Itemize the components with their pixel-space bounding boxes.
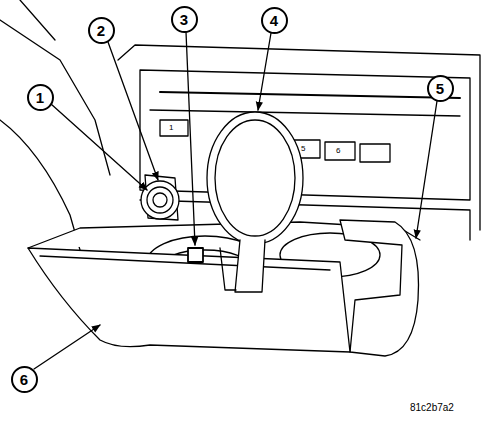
lid-hinge (235, 240, 265, 292)
ashtray-lid-rim (215, 120, 295, 236)
callout-circle: 3 (171, 6, 198, 33)
leader-line (51, 104, 147, 190)
callout-circle: 4 (261, 7, 288, 34)
callout-circle: 5 (427, 75, 454, 102)
leader-line (416, 101, 437, 238)
dash-edge (0, 120, 80, 250)
dash-edge (20, 0, 55, 40)
lighter-knob (153, 193, 167, 207)
callout-circle: 2 (88, 17, 115, 44)
ashtray-lid (207, 112, 303, 244)
button-label: 1 (169, 124, 173, 132)
leader-line (108, 42, 158, 180)
lid-hinge (220, 248, 236, 290)
callout-circle: 6 (11, 366, 38, 393)
leader-line (258, 33, 271, 110)
button-label: 6 (336, 147, 340, 155)
cigar-lighter (147, 187, 173, 213)
drawer-edge (40, 256, 330, 270)
callout-number: 6 (20, 372, 28, 387)
lighter-bezel (141, 181, 179, 219)
callout-number: 4 (270, 13, 278, 28)
callout-number: 1 (36, 90, 44, 105)
drawer-front (28, 248, 350, 352)
preset-button (360, 144, 390, 162)
dash-edge (0, 20, 110, 175)
figure-id: 81c2b7a2 (410, 403, 454, 413)
cd-slot (160, 92, 460, 98)
leader-line (34, 325, 100, 369)
preset-button (325, 142, 355, 160)
radio-faceplate (140, 70, 470, 200)
leader-line (186, 32, 195, 245)
lamp-switch (188, 248, 203, 262)
preset-button (160, 120, 188, 136)
button-label: 5 (301, 145, 305, 153)
callout-number: 5 (436, 81, 444, 96)
callout-circle: 1 (27, 84, 54, 111)
cup-holder-arm (340, 220, 419, 356)
callout-number: 2 (97, 23, 105, 38)
callout-number: 3 (180, 12, 188, 27)
radio-line (150, 110, 460, 116)
